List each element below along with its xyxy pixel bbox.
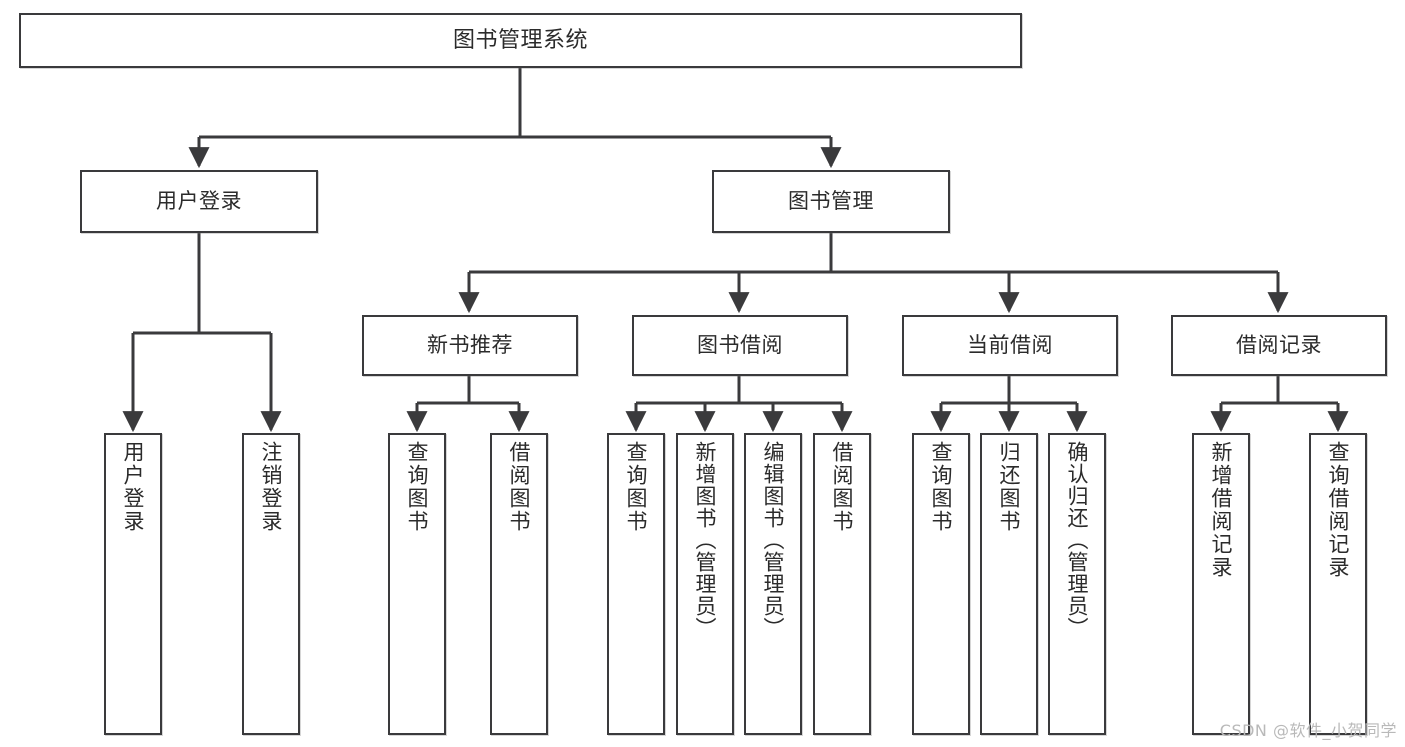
leaf-query-book-2[interactable]: 查询图书: [607, 433, 665, 735]
leaf-user-logout[interactable]: 注销登录: [242, 433, 300, 735]
leaf-user-login-label: 用户登录: [121, 441, 146, 533]
leaf-borrow-book-1[interactable]: 借阅图书: [490, 433, 548, 735]
leaf-query-book-1-label: 查询图书: [405, 441, 430, 533]
leaf-add-book-label: 新增图书（管理员）: [693, 441, 718, 639]
leaf-user-login[interactable]: 用户登录: [104, 433, 162, 735]
leaf-query-book-3-label: 查询图书: [929, 441, 954, 533]
leaf-borrow-book-2[interactable]: 借阅图书: [813, 433, 871, 735]
node-root[interactable]: 图书管理系统: [19, 13, 1022, 68]
watermark: CSDN @软件_小贺同学: [1219, 721, 1397, 740]
leaf-query-book-1[interactable]: 查询图书: [388, 433, 446, 735]
leaf-query-record-label: 查询借阅记录: [1326, 441, 1351, 579]
leaf-return-book-label: 归还图书: [997, 441, 1022, 533]
leaf-add-record[interactable]: 新增借阅记录: [1192, 433, 1250, 735]
leaf-confirm-return-label: 确认归还（管理员）: [1065, 441, 1090, 639]
leaf-add-record-label: 新增借阅记录: [1209, 441, 1234, 579]
node-book-borrow-label: 图书借阅: [697, 333, 783, 358]
leaf-edit-book[interactable]: 编辑图书（管理员）: [744, 433, 802, 735]
leaf-user-logout-label: 注销登录: [259, 441, 284, 533]
node-new-book-rec[interactable]: 新书推荐: [362, 315, 578, 376]
leaf-borrow-book-1-label: 借阅图书: [507, 441, 532, 533]
leaf-add-book[interactable]: 新增图书（管理员）: [676, 433, 734, 735]
node-root-label: 图书管理系统: [452, 27, 588, 53]
node-current-borrow[interactable]: 当前借阅: [902, 315, 1118, 376]
node-book-manage-label: 图书管理: [788, 189, 874, 214]
leaf-query-book-2-label: 查询图书: [624, 441, 649, 533]
node-borrow-record-label: 借阅记录: [1236, 333, 1322, 358]
leaf-confirm-return[interactable]: 确认归还（管理员）: [1048, 433, 1106, 735]
leaf-return-book[interactable]: 归还图书: [980, 433, 1038, 735]
leaf-borrow-book-2-label: 借阅图书: [830, 441, 855, 533]
leaf-edit-book-label: 编辑图书（管理员）: [761, 441, 786, 639]
node-current-borrow-label: 当前借阅: [967, 333, 1053, 358]
node-book-borrow[interactable]: 图书借阅: [632, 315, 848, 376]
node-user-login-label: 用户登录: [156, 189, 242, 214]
node-new-book-rec-label: 新书推荐: [427, 333, 513, 358]
node-user-login[interactable]: 用户登录: [80, 170, 318, 233]
node-borrow-record[interactable]: 借阅记录: [1171, 315, 1387, 376]
node-book-manage[interactable]: 图书管理: [712, 170, 950, 233]
leaf-query-record[interactable]: 查询借阅记录: [1309, 433, 1367, 735]
leaf-query-book-3[interactable]: 查询图书: [912, 433, 970, 735]
